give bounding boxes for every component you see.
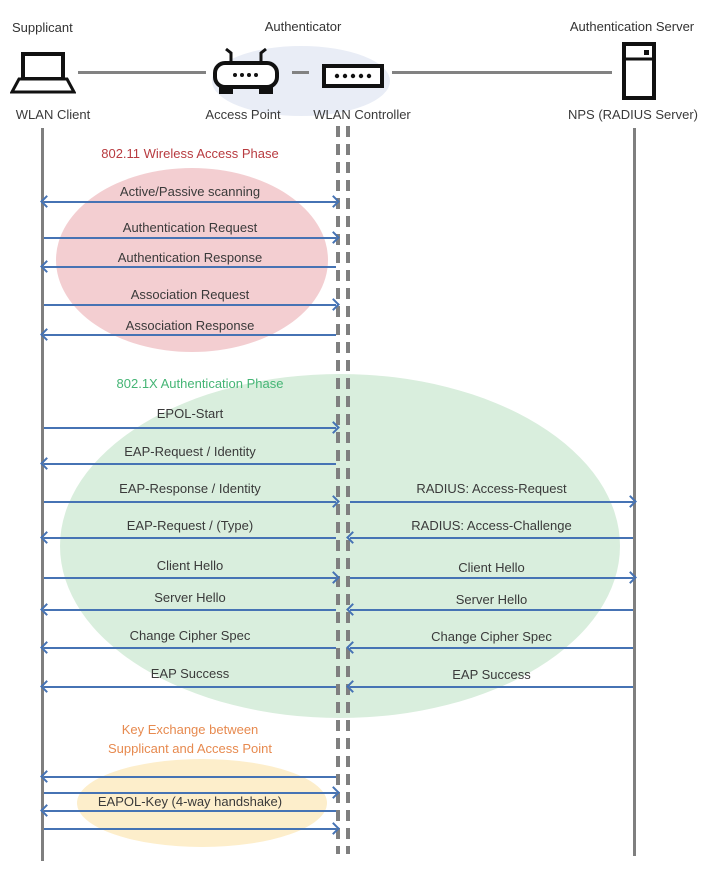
key-exchange-phase-ellipse [77,759,327,847]
role-supplicant: Supplicant [12,20,73,35]
message-label-authentication-request: Authentication Request [122,220,258,235]
arrow-eapol-key-3 [40,804,336,817]
message-label-server-hello-left: Server Hello [154,590,226,605]
message-label-eap-request-identity: EAP-Request / Identity [124,444,256,459]
role-authenticator: Authenticator [264,19,342,34]
message-label-epol-start: EPOL-Start [156,406,224,421]
arrow-authentication-response [40,260,336,273]
arrow-eap-success-right [346,680,633,693]
arrow-eapol-key-1 [40,770,336,783]
arrow-eap-success-left [40,680,336,693]
message-label-association-response: Association Response [125,318,255,333]
wlan-controller-icon [322,64,384,88]
message-label-eap-request-type: EAP-Request / (Type) [126,518,254,533]
arrow-epol-start [44,421,340,434]
arrow-eap-response-identity [44,495,340,508]
arrow-eapol-key-2 [44,786,340,799]
arrow-change-cipher-spec-left [40,641,336,654]
message-label-radius-access-challenge: RADIUS: Access-Challenge [411,518,572,533]
arrow-radius-access-request [350,495,637,508]
arrow-association-response [40,328,336,341]
key-exchange-title-line2: Supplicant and Access Point [107,741,273,756]
arrow-server-hello-left [40,603,336,616]
server-icon [622,42,656,100]
arrow-server-hello-right [346,603,633,616]
lifeline-nps-server [633,128,636,856]
message-label-client-hello-right: Client Hello [458,560,525,575]
access-point-icon [213,47,279,94]
lifeline-wlan-controller-left [336,126,340,854]
label-nps-radius-server: NPS (RADIUS Server) [567,107,699,122]
arrow-eap-request-type [40,531,336,544]
label-wlan-controller: WLAN Controller [313,107,411,122]
dot1x-phase-title: 802.1X Authentication Phase [116,376,284,391]
message-label-eap-success-right: EAP Success [452,667,531,682]
lifeline-wlan-controller-right [346,126,350,854]
message-label-authentication-response: Authentication Response [117,250,263,265]
message-label-eapol-key: EAPOL-Key (4-way handshake) [97,794,283,809]
message-label-eap-response-identity: EAP-Response / Identity [119,481,261,496]
arrow-eap-request-identity [40,457,336,470]
wireless-phase-ellipse [56,168,328,352]
label-wlan-client: WLAN Client [15,107,91,122]
arrow-client-hello-right [350,571,637,584]
connector-controller-to-server [392,71,612,74]
arrow-scanning [40,195,340,208]
arrow-change-cipher-spec-right [346,641,633,654]
role-authentication-server: Authentication Server [569,19,695,34]
message-label-server-hello-right: Server Hello [455,592,528,607]
arrow-radius-access-challenge [346,531,633,544]
lifeline-wlan-client [41,128,44,861]
message-label-eap-success-left: EAP Success [150,666,230,681]
key-exchange-title-line1: Key Exchange between [121,722,259,737]
message-label-association-request: Association Request [130,287,250,302]
arrow-authentication-request [44,231,340,244]
message-label-radius-access-request: RADIUS: Access-Request [416,481,567,496]
arrow-eapol-key-4 [44,822,340,835]
message-label-scanning: Active/Passive scanning [119,184,261,199]
connector-ap-to-controller [292,71,309,74]
message-label-client-hello-left: Client Hello [156,558,224,573]
arrow-association-request [44,298,340,311]
label-access-point: Access Point [205,107,281,122]
message-label-change-cipher-spec-right: Change Cipher Spec [431,629,552,644]
laptop-icon [10,52,76,94]
connector-client-to-ap [78,71,206,74]
wireless-phase-title: 802.11 Wireless Access Phase [101,146,279,161]
arrow-client-hello-left [44,571,340,584]
dot1x-phase-ellipse [60,374,620,718]
message-label-change-cipher-spec-left: Change Cipher Spec [129,628,251,643]
